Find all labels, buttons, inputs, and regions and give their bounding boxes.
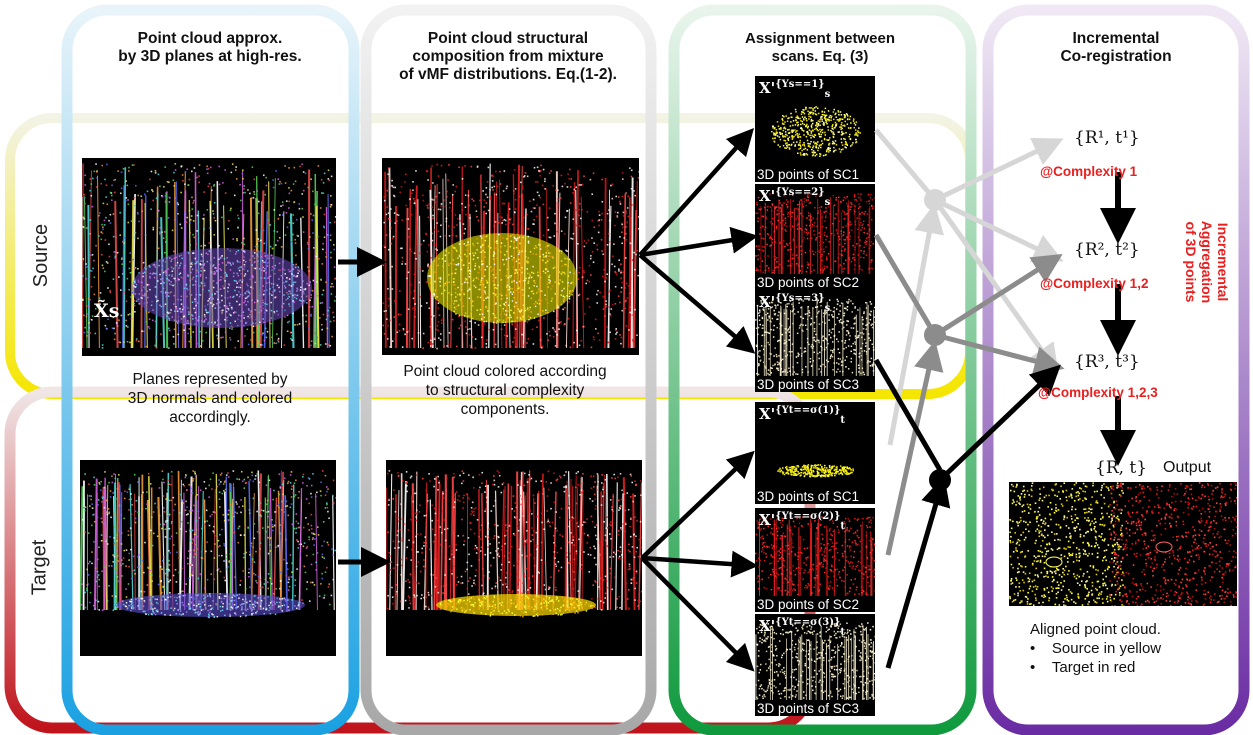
target-sc2-symbol: X'{Υt==σ(2)}t (759, 511, 846, 532)
source-sc3-image: X'{Υs==3}s 3D points of SC3 (755, 290, 875, 392)
arrow-target-sc2 (641, 550, 759, 578)
aligned-output-image (1009, 482, 1237, 606)
node-complexity-2 (924, 324, 946, 346)
complexity-3-label: @Complexity 1,2,3 (1038, 385, 1158, 400)
source-structure-image (382, 158, 639, 355)
aligned-bullet-1: • Source in yellow (1030, 640, 1162, 657)
source-planes-image: X̃s (82, 158, 336, 356)
arrow-target-sc3 (640, 556, 755, 672)
panel-1-border (61, 4, 360, 735)
arrow-target-sc1 (640, 450, 755, 560)
target-sc2-label: 3D points of SC2 (757, 597, 860, 612)
arrow-source-sc1 (638, 127, 755, 257)
source-sc2-label: 3D points of SC2 (757, 275, 860, 290)
complexity-2-label: @Complexity 1,2 (1040, 276, 1149, 291)
panel-4-border (982, 4, 1250, 735)
target-planes-image (80, 460, 336, 656)
target-sc3-image: X'{Υt==σ(3)}t 3D points of SC3 (755, 614, 875, 716)
target-sc2-image: X'{Υt==σ(2)}t 3D points of SC2 (755, 508, 875, 612)
target-sc3-label: 3D points of SC3 (757, 701, 860, 716)
pose-1: {R¹, t¹} (1074, 128, 1140, 148)
source-sc1-image: X'{Υs==1}s 3D points of SC1 (755, 76, 875, 182)
target-sc3-symbol: X'{Υt==σ(3)}t (759, 617, 846, 638)
panel-3-border (668, 4, 977, 735)
source-sc1-symbol: X'{Υs==1}s (759, 79, 831, 100)
source-sc2-image: X'{Υs==2}s 3D points of SC2 (755, 184, 875, 290)
target-sc1-symbol: X'{Υt==σ(1)}t (759, 405, 846, 426)
target-sc1-image: X'{Υt==σ(1)}t 3D points of SC1 (755, 402, 875, 504)
output-label: Output (1163, 459, 1212, 476)
target-structure-image (386, 460, 642, 656)
node-complexity-3 (929, 469, 951, 491)
pose-3: {R³, t³} (1074, 352, 1140, 372)
arrow-source-sc2 (639, 226, 759, 258)
source-symbol: X̃s (94, 300, 120, 322)
source-sc1-label: 3D points of SC1 (757, 167, 860, 182)
node-complexity-1 (924, 189, 946, 211)
panel-1-title: Point cloud approx.by 3D planes at high-… (118, 30, 302, 65)
final-pose: {R, t} (1095, 458, 1148, 478)
pose-2: {R², t²} (1074, 240, 1140, 260)
panel-2-border (360, 4, 657, 735)
arrow-source-sc3 (638, 253, 756, 354)
aligned-caption: Aligned point cloud. • Source in yellow … (1030, 620, 1161, 677)
source-sc3-label: 3D points of SC3 (757, 377, 860, 392)
aligned-bullet-2: • Target in red (1030, 659, 1136, 676)
target-sc1-label: 3D points of SC1 (757, 489, 860, 504)
complexity-1-label: @Complexity 1 (1040, 164, 1138, 179)
aligned-title: Aligned point cloud. (1030, 621, 1161, 638)
source-sc3-symbol: X'{Υs==3}s (759, 293, 831, 314)
source-sc2-symbol: X'{Υs==2}s (759, 187, 831, 208)
